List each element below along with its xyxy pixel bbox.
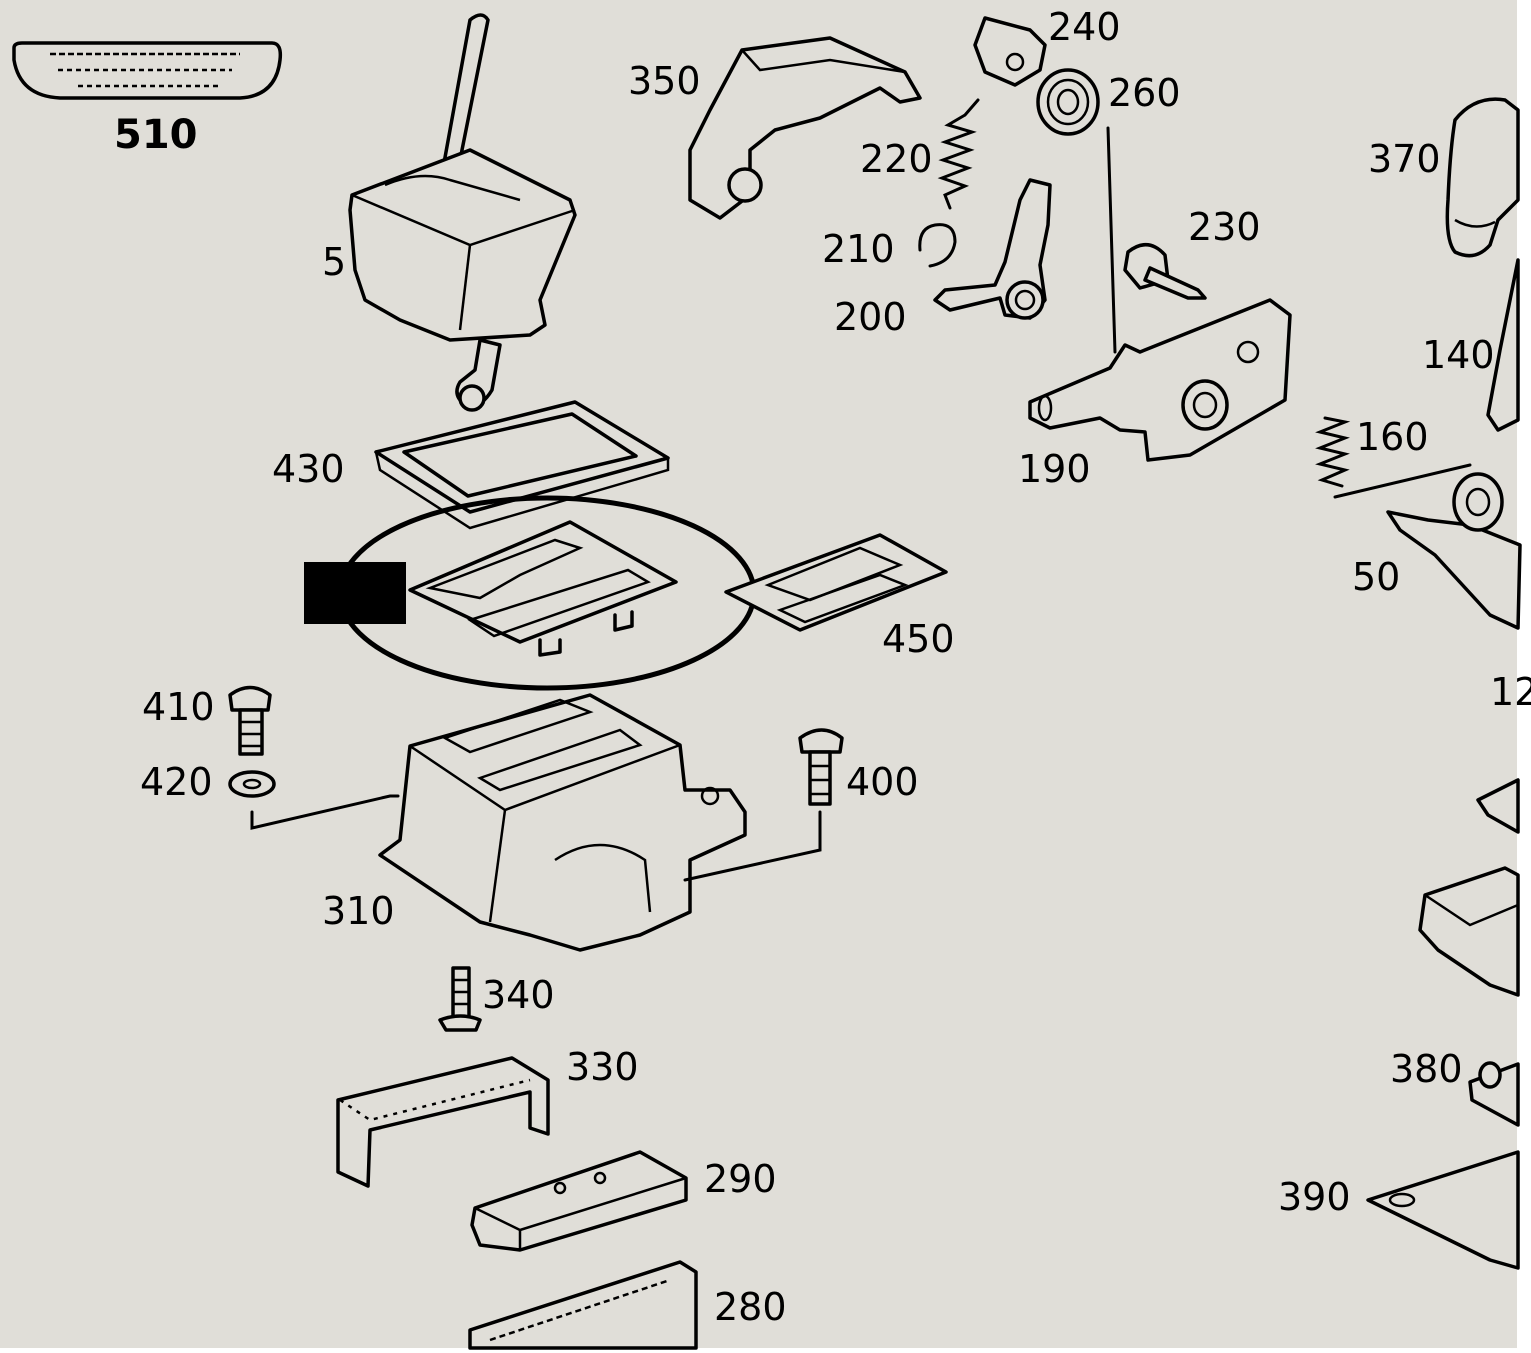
label-5: 5 [322,240,346,284]
part-210-clip [918,223,957,268]
highlighted-gate-plate [304,495,757,691]
part-400-bolt [798,728,844,806]
part-140-rod [1486,258,1520,432]
part-160-spring [1315,416,1472,499]
part-200-lever [933,178,1052,320]
label-160: 160 [1356,415,1429,459]
label-240: 240 [1048,5,1121,49]
label-310: 310 [322,889,395,933]
part-280-module [468,1260,698,1350]
label-420: 420 [140,760,213,804]
part-240-cap [973,16,1047,87]
label-370: 370 [1368,137,1441,181]
label-510: 510 [114,112,198,158]
label-380: 380 [1390,1047,1463,1091]
part-370-knob [1445,97,1520,258]
label-210: 210 [822,227,895,271]
part-5-shifter-assembly [348,13,577,412]
label-390: 390 [1278,1175,1351,1219]
label-410: 410 [142,685,215,729]
label-350: 350 [628,59,701,103]
part-290-module [470,1150,688,1252]
part-230-screw [1123,243,1207,300]
label-50: 50 [1352,555,1400,599]
label-430: 430 [272,447,345,491]
redaction-box [304,562,406,624]
label-230: 230 [1188,205,1261,249]
part-50-shaft [1386,472,1522,630]
part-350-cover-bracket [688,36,922,220]
part-310-housing [250,693,822,952]
label-140: 140 [1422,333,1495,377]
part-330-bracket [336,1056,550,1188]
label-330: 330 [566,1045,639,1089]
label-220: 220 [860,137,933,181]
label-340: 340 [482,973,555,1017]
part-410-bolt [228,685,272,756]
part-430-gasket [374,400,670,530]
part-labels: 510 5 430 450 410 420 400 310 340 330 29… [114,5,1531,1329]
label-290: 290 [704,1157,777,1201]
label-260: 260 [1108,71,1181,115]
label-200: 200 [834,295,907,339]
right-edge-partial-parts [1366,778,1520,1270]
part-220-spring [937,98,980,210]
label-450: 450 [882,617,955,661]
part-260-bushing [1036,68,1117,354]
part-510-decal [12,41,283,100]
label-280: 280 [714,1285,787,1329]
part-420-washer [228,770,276,798]
part-340-screw [438,966,482,1032]
label-400: 400 [846,760,919,804]
label-190: 190 [1018,447,1091,491]
part-190-mounting-plate [1028,298,1292,462]
part-450-indicator-plate [724,533,948,632]
label-12: 12 [1490,670,1531,714]
